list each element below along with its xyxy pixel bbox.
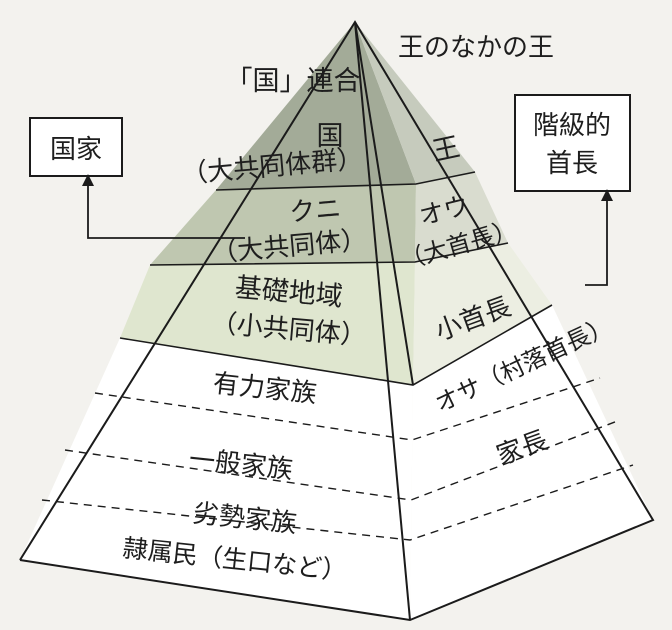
kiso-tier-front — [120, 262, 415, 385]
lower-tiers-side — [410, 305, 653, 620]
renggo-label: 「国」連合 — [226, 66, 361, 97]
left-arrow — [82, 174, 245, 239]
ou-label: 王 — [430, 132, 463, 168]
right-box — [514, 94, 631, 192]
lower-tiers-front — [20, 338, 413, 620]
kiso-tier-side — [413, 243, 552, 385]
left-box — [29, 117, 123, 177]
right-box-line-1: 階級的 — [533, 111, 611, 141]
divider-yuryoku — [94, 377, 601, 441]
divider-retsusei — [41, 464, 634, 541]
divider-top — [215, 171, 476, 191]
top-tier-side — [355, 22, 475, 184]
pyramid-front-edge — [354, 21, 411, 621]
left-box-label: 国家 — [50, 135, 102, 165]
apex-label: 王のなかの王 — [398, 33, 554, 63]
pyramid-inner-ridge — [354, 21, 414, 386]
kuni-kana-label: クニ — [288, 194, 342, 228]
right-box-line-2: 首長 — [546, 149, 598, 179]
divider-kiso — [119, 304, 553, 386]
divider-kuni — [149, 242, 509, 266]
pyramid-outline — [19, 20, 655, 622]
right-arrow — [585, 189, 613, 286]
divider-ippan — [64, 419, 621, 501]
kuni-label: 国 — [317, 121, 344, 152]
